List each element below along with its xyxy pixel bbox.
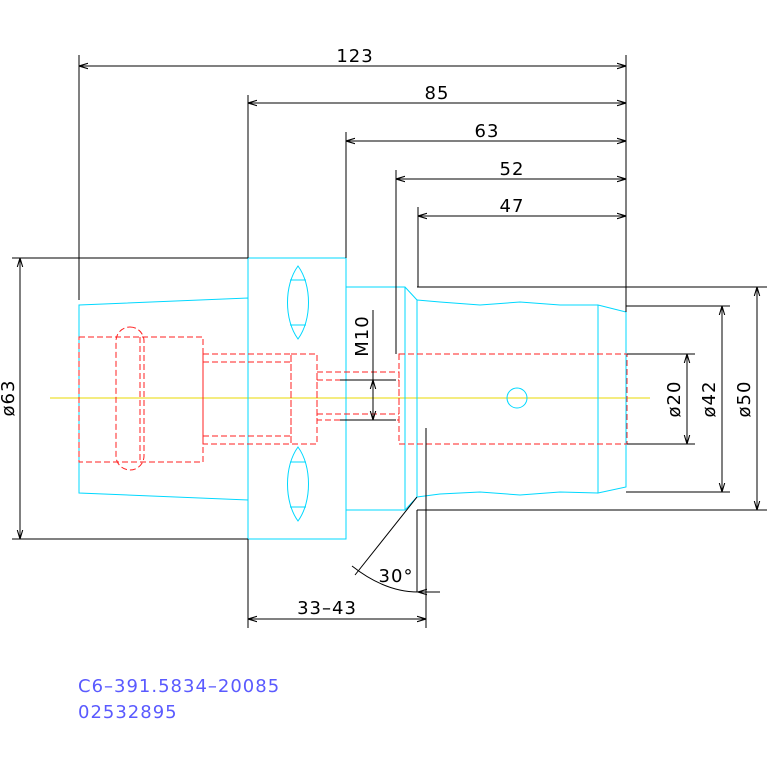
dim-85-label: 85 — [425, 83, 450, 104]
dimension-lines — [12, 55, 767, 628]
dim-dia63-label: ø63 — [0, 380, 19, 417]
dim-range-label: 33–43 — [297, 598, 357, 619]
dim-123-label: 123 — [336, 46, 373, 67]
dim-63-label: 63 — [475, 121, 500, 142]
part-number: 02532895 — [78, 702, 178, 723]
body-outline — [78, 257, 627, 540]
dim-52-label: 52 — [500, 159, 525, 180]
dim-dia42-label: ø42 — [699, 381, 720, 418]
dim-dia20-label: ø20 — [664, 381, 685, 418]
dim-47-label: 47 — [500, 196, 525, 217]
dim-angle-label: 30° — [379, 566, 414, 587]
dim-m10-label: M10 — [352, 315, 373, 356]
dim-dia50-label: ø50 — [734, 381, 755, 418]
part-code: C6–391.5834–20085 — [78, 676, 281, 697]
